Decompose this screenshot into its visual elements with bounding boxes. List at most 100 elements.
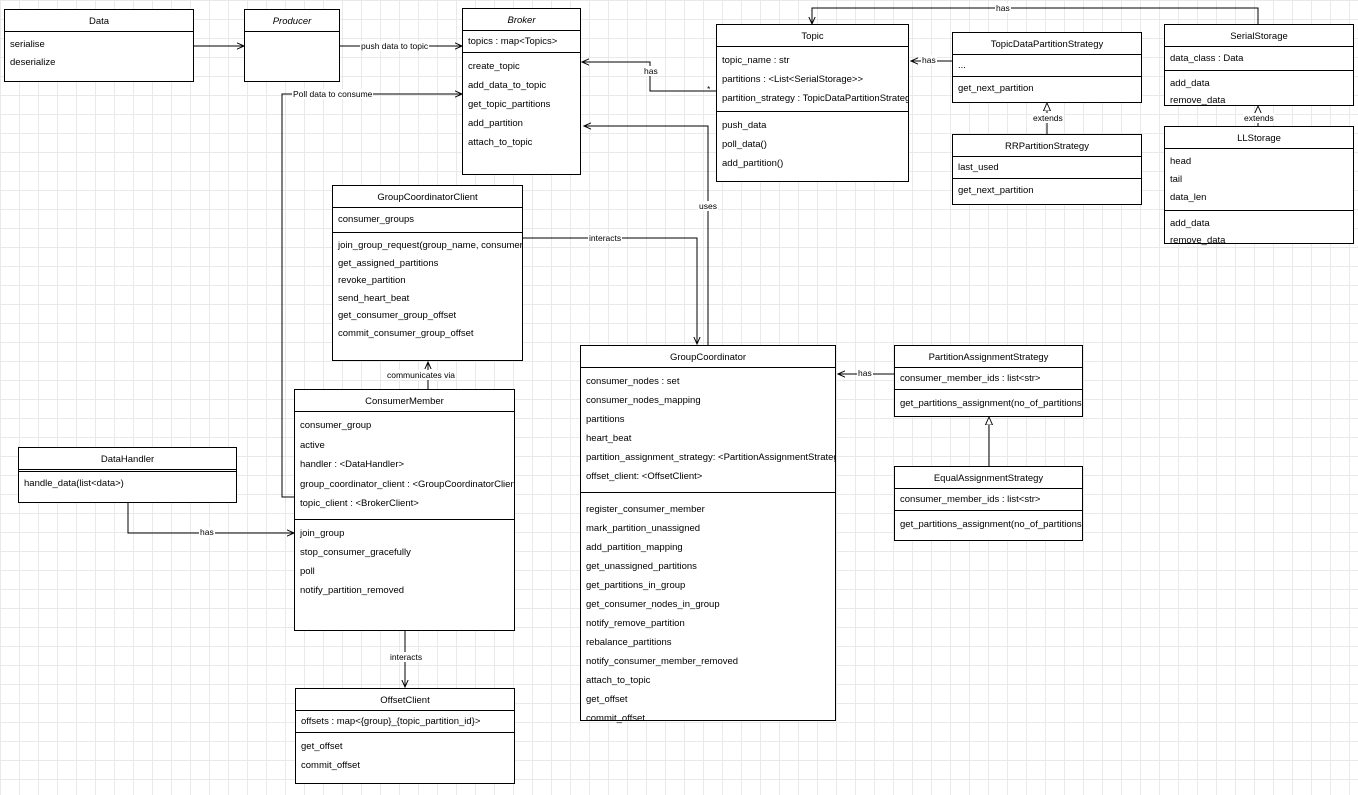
class-group-coordinator-client[interactable]: GroupCoordinatorClient consumer_groups j…: [332, 185, 523, 361]
class-ll-storage[interactable]: LLStorage head tail data_len add_data re…: [1164, 126, 1354, 246]
attribute-row: ...: [958, 60, 966, 71]
method-row: add_partition_mapping: [586, 542, 683, 553]
edge-gc-uses-broker: [584, 126, 709, 346]
attribute-row: topic_name : str: [722, 55, 790, 66]
method-row: notify_partition_removed: [300, 584, 405, 596]
label-rr-extends: extends: [1032, 113, 1064, 123]
class-equal-assignment-strategy[interactable]: EqualAssignmentStrategy consumer_member_…: [894, 466, 1083, 541]
class-serial-name: SerialStorage: [1165, 25, 1353, 47]
class-topic-data-partition-strategy[interactable]: TopicDataPartitionStrategy ... get_next_…: [952, 32, 1142, 103]
class-gcc-name: GroupCoordinatorClient: [333, 186, 522, 208]
label-datahandler-has: has: [199, 527, 215, 537]
class-data-handler[interactable]: DataHandler handle_data(list<data>): [18, 447, 237, 503]
method-row: push_data: [722, 120, 767, 131]
method-row: get_consumer_nodes_in_group: [586, 599, 720, 610]
class-eas-name: EqualAssignmentStrategy: [895, 467, 1082, 489]
class-pas-name: PartitionAssignmentStrategy: [895, 346, 1082, 368]
label-topic-multiplicity: *: [707, 84, 711, 94]
method-row: revoke_partition: [338, 275, 406, 286]
attribute-row: heart_beat: [586, 433, 632, 444]
method-row: send_heart_beat: [338, 292, 410, 304]
class-producer-name: Producer: [245, 10, 339, 32]
attribute-row: active: [300, 439, 325, 451]
attribute-row: consumer_group: [300, 420, 372, 431]
attribute-row: partitions : <List<SerialStorage>>: [722, 74, 864, 85]
attribute-row: consumer_member_ids : list<str>: [900, 494, 1041, 505]
label-pas-has: has: [857, 368, 873, 378]
class-serial-storage[interactable]: SerialStorage data_class : Data add_data…: [1164, 24, 1354, 106]
label-serial-has: has: [995, 3, 1011, 13]
class-data-name: Data: [5, 10, 193, 32]
method-row: mark_partition_unassigned: [586, 523, 701, 534]
method-row: get_unassigned_partitions: [586, 561, 697, 572]
method-row: get_assigned_partitions: [338, 257, 439, 269]
attribute-row: partitions: [586, 414, 625, 425]
method-row: get_offset: [301, 741, 343, 752]
method-row: add_data_to_topic: [468, 80, 547, 91]
class-oc-name: OffsetClient: [296, 689, 514, 711]
attribute-row: consumer_nodes_mapping: [586, 395, 701, 406]
class-topic-name: Topic: [717, 25, 908, 47]
method-row: handle_data(list<data>): [24, 478, 124, 489]
label-ll-extends: extends: [1243, 113, 1275, 123]
label-topic-has: has: [643, 66, 659, 76]
attribute-row: consumer_member_ids : list<str>: [900, 373, 1041, 384]
method-row: poll_data(): [722, 139, 767, 150]
label-uses: uses: [698, 201, 718, 211]
label-interacts-gcc: interacts: [588, 233, 623, 243]
method-row: commit_offset: [301, 760, 360, 771]
attribute-row: topics : map<Topics>: [468, 36, 558, 47]
attribute-row: handler : <DataHandler>: [300, 459, 405, 470]
method-row: add_data: [1170, 78, 1210, 89]
class-rr-partition-strategy[interactable]: RRPartitionStrategy last_used get_next_p…: [952, 134, 1142, 205]
class-topic[interactable]: Topic topic_name : str partitions : <Lis…: [716, 24, 909, 182]
method-row: get_topic_partitions: [468, 99, 551, 110]
class-ll-name: LLStorage: [1165, 127, 1353, 149]
attribute-row: last_used: [958, 162, 999, 173]
method-row: remove_data: [1170, 95, 1226, 106]
method-row: add_data: [1170, 218, 1210, 229]
class-offset-client[interactable]: OffsetClient offsets : map<{group}_{topi…: [295, 688, 515, 784]
class-data[interactable]: Data serialise deserialize: [4, 9, 194, 82]
method-row: remove_data: [1170, 235, 1226, 246]
edge-topic-broker: [582, 62, 716, 92]
attribute-row: tail: [1170, 174, 1183, 185]
method-row: get_next_partition: [958, 185, 1034, 196]
method-row: join_group: [300, 527, 345, 539]
attribute-row: head: [1170, 156, 1192, 167]
method-row: join_group_request(group_name, consumer_…: [338, 240, 522, 251]
class-broker[interactable]: Broker topics : map<Topics> create_topic…: [462, 8, 581, 175]
method-row: rebalance_partitions: [586, 637, 672, 648]
method-row: attach_to_topic: [468, 137, 533, 148]
class-producer[interactable]: Producer: [244, 9, 340, 82]
class-gc-name: GroupCoordinator: [581, 346, 835, 368]
attribute-row: consumer_nodes : set: [586, 376, 680, 387]
method-row: add_partition(): [722, 158, 784, 169]
class-consumer-member[interactable]: ConsumerMember consumer_group active han…: [294, 389, 515, 631]
label-interacts-offset: interacts: [389, 652, 424, 662]
class-rr-name: RRPartitionStrategy: [953, 135, 1141, 157]
attribute-row: partition_assignment_strategy: <Partitio…: [586, 452, 835, 463]
attribute-row: data_len: [1170, 192, 1207, 203]
class-broker-name: Broker: [463, 9, 580, 31]
method-row: get_consumer_group_offset: [338, 310, 457, 321]
attribute-row: offsets : map<{group}_{topic_partition_i…: [301, 716, 481, 727]
class-tdps-name: TopicDataPartitionStrategy: [953, 33, 1141, 55]
attribute-row: partition_strategy : TopicDataPartitionS…: [722, 93, 908, 104]
label-push-data: push data to topic: [360, 41, 430, 51]
edge-dh-cm: [127, 503, 294, 533]
label-poll-data: Poll data to consume: [292, 89, 374, 99]
method-row: notify_remove_partition: [586, 618, 685, 629]
method-row: poll: [300, 565, 315, 577]
method-row: commit_offset: [586, 713, 645, 724]
class-cm-name: ConsumerMember: [295, 390, 514, 412]
class-group-coordinator[interactable]: GroupCoordinator consumer_nodes : set co…: [580, 345, 836, 724]
method-row: serialise: [10, 39, 45, 50]
method-row: get_offset: [586, 694, 628, 705]
class-partition-assignment-strategy[interactable]: PartitionAssignmentStrategy consumer_mem…: [894, 345, 1083, 417]
method-row: stop_consumer_gracefully: [300, 546, 411, 558]
method-row: deserialize: [10, 57, 56, 68]
method-row: get_partitions_in_group: [586, 580, 686, 591]
edge-serial-topic: [812, 7, 1259, 24]
attribute-row: data_class : Data: [1170, 53, 1244, 64]
